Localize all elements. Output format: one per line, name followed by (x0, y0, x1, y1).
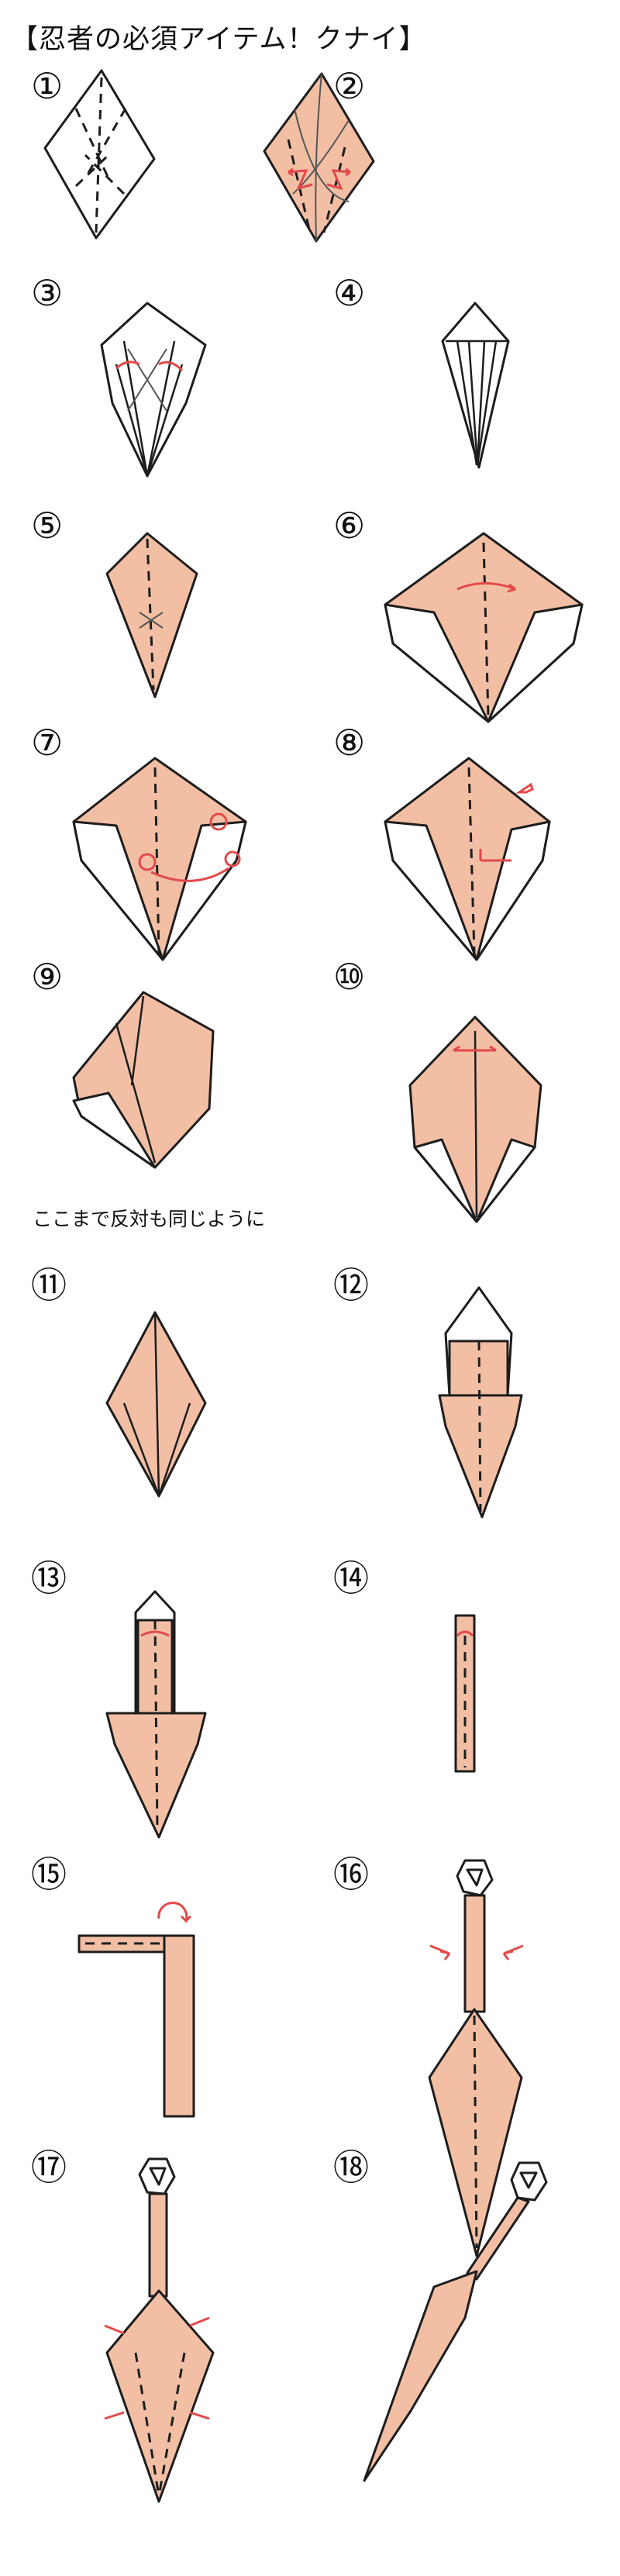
step-2-diagram (263, 72, 375, 243)
step-number-12: ⑫ (333, 1264, 369, 1306)
step-1-diagram (43, 69, 156, 240)
step-6-diagram (384, 532, 584, 723)
step-13-diagram (105, 1590, 207, 1839)
step-9-diagram (72, 991, 215, 1169)
step-3-diagram (100, 302, 207, 478)
page-title: 【忍者の必須アイテム！クナイ】 (11, 24, 427, 55)
repeat-other-side-note: ここまで反対も同じように (33, 1208, 266, 1230)
step-number-1: ① (31, 65, 64, 107)
step-7-diagram (72, 757, 247, 961)
step-17-diagram (104, 2157, 215, 2503)
step-number-15: ⑮ (31, 1854, 67, 1895)
step-8-diagram (384, 757, 551, 961)
step-number-10: ⑩ (333, 956, 366, 998)
step-16-diagram (428, 1859, 524, 2257)
step-number-6: ⑥ (333, 505, 366, 547)
step-11-diagram (105, 1311, 207, 1498)
step-4-diagram (441, 302, 510, 469)
step-number-17: ⑰ (31, 2147, 67, 2188)
step-number-3: ③ (31, 272, 64, 314)
step-5-diagram (105, 532, 198, 698)
step-number-14: ⑭ (333, 1557, 369, 1599)
step-10-diagram (408, 1016, 542, 1223)
step-18-diagram (363, 2161, 548, 2482)
step-number-9: ⑨ (31, 956, 64, 998)
step-number-4: ④ (333, 272, 366, 314)
step-number-5: ⑤ (31, 505, 64, 547)
step-number-13: ⑬ (31, 1557, 67, 1599)
step-14-diagram (454, 1614, 476, 1773)
step-number-2: ② (333, 65, 366, 107)
step-number-8: ⑧ (333, 722, 366, 764)
step-number-16: ⑯ (333, 1854, 369, 1895)
step-15-diagram (78, 1902, 195, 2118)
step-number-11: ⑪ (31, 1264, 67, 1306)
step-number-18: ⑱ (333, 2147, 369, 2188)
step-12-diagram (438, 1286, 523, 1519)
step-number-7: ⑦ (31, 722, 64, 764)
